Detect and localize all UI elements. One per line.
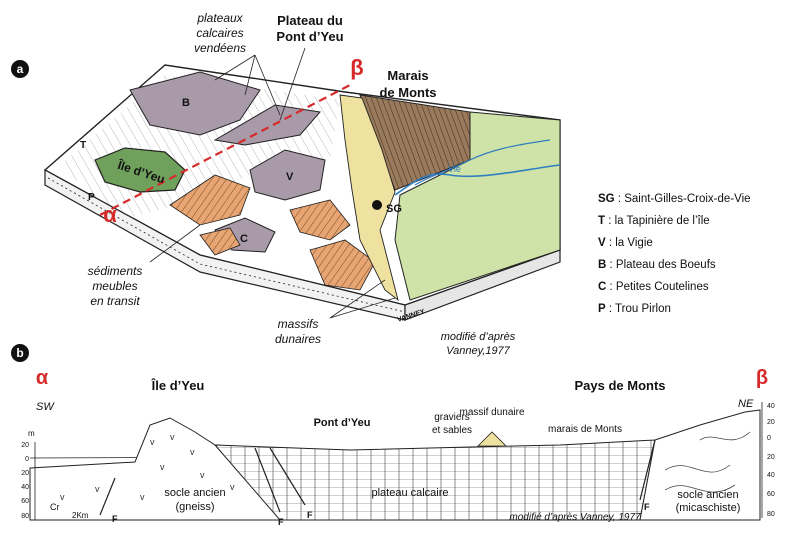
saint-gilles-marker: [372, 200, 382, 210]
legend-row-b: B : Plateau des Boeufs: [598, 259, 716, 271]
legend-row-v: V : la Vigie: [598, 237, 653, 249]
legend-text: : Petites Coutelines: [606, 281, 708, 293]
svg-text:v: v: [95, 484, 100, 494]
fault-label-4: F: [644, 502, 650, 512]
left-tick-5: 80: [21, 513, 29, 520]
map-letter-c: C: [240, 233, 248, 245]
plateau-calcaire: [215, 440, 655, 520]
massif-dunaire-shape: [478, 432, 506, 446]
svg-text:v: v: [150, 437, 155, 447]
legend-key: T: [598, 215, 605, 227]
label-modifie-b: modifié d’après Vanney, 1977: [509, 512, 641, 523]
right-tick-4: 40: [767, 472, 775, 479]
svg-text:v: v: [190, 447, 195, 457]
right-tick-0: 40: [767, 403, 775, 410]
label-ne: NE: [738, 398, 754, 410]
label-plateaux-2: calcaires: [196, 26, 243, 40]
panel-b-badge: b: [16, 346, 23, 360]
map-letter-sg: SG: [386, 203, 402, 215]
label-plateau-calcaire: plateau calcaire: [371, 487, 448, 499]
svg-text:v: v: [140, 492, 145, 502]
legend-row-c: C : Petites Coutelines: [598, 281, 709, 293]
label-sediments-3: en transit: [90, 294, 140, 308]
legend-row-sg: SG : Saint-Gilles-Croix-de-Vie: [598, 193, 751, 205]
label-massifs-1: massifs: [278, 317, 319, 331]
right-tick-5: 60: [767, 491, 775, 498]
label-plateaux-3: vendéens: [194, 41, 246, 55]
left-axis-unit: m: [28, 429, 35, 438]
label-pont-1: Plateau du: [277, 13, 343, 28]
label-plateaux-1: plateaux: [196, 11, 243, 25]
legend-text: : Saint-Gilles-Croix-de-Vie: [615, 193, 751, 205]
label-sediments-2: meubles: [92, 279, 137, 293]
map-letter-b: B: [182, 97, 190, 109]
svg-text:v: v: [200, 470, 205, 480]
label-graviers-2: et sables: [432, 425, 472, 436]
right-tick-6: 80: [767, 511, 775, 518]
legend-text: : la Vigie: [606, 237, 653, 249]
label-modifie-a-2: Vanney,1977: [446, 345, 510, 357]
right-tick-3: 20: [767, 454, 775, 461]
left-tick-3: 40: [21, 484, 29, 491]
map-letter-p: P: [88, 192, 95, 203]
legend-row-t: T : la Tapinière de l’île: [598, 215, 710, 227]
right-tick-2: 0: [767, 435, 771, 442]
label-ile-section: Île d’Yeu: [151, 378, 205, 393]
legend-text: : Trou Pirlon: [606, 303, 671, 315]
label-beta-a: β: [350, 55, 363, 80]
label-socle-left-2: (gneiss): [175, 501, 214, 513]
label-marais-1: Marais: [387, 68, 428, 83]
label-alpha-b: α: [36, 367, 49, 389]
fault-label-2: F: [278, 517, 284, 527]
svg-text:v: v: [230, 482, 235, 492]
panel-a-badge: a: [17, 62, 24, 76]
label-socle-right-1: socle ancien: [677, 489, 738, 501]
map-letter-v: V: [286, 171, 294, 183]
left-tick-0: 20: [21, 442, 29, 449]
label-pays-de-monts: Pays de Monts: [574, 378, 665, 393]
svg-text:v: v: [160, 462, 165, 472]
label-cr: Cr: [50, 502, 60, 512]
legend-key: SG: [598, 193, 615, 205]
label-marais-2: de Monts: [379, 85, 436, 100]
label-modifie-a-1: modifié d’après: [441, 331, 516, 343]
label-sediments-1: sédiments: [88, 264, 143, 278]
label-scale: 2Km: [72, 511, 89, 520]
label-pont-2: Pont d’Yeu: [276, 29, 343, 44]
legend-key: P: [598, 303, 606, 315]
map-letter-t: T: [80, 140, 86, 151]
label-marais-section: marais de Monts: [548, 424, 622, 435]
legend-key: V: [598, 237, 606, 249]
left-tick-4: 60: [21, 498, 29, 505]
legend-row-p: P : Trou Pirlon: [598, 303, 671, 315]
right-tick-1: 20: [767, 419, 775, 426]
label-socle-right-2: (micaschiste): [676, 502, 741, 514]
label-alpha-a: α: [103, 202, 117, 227]
label-beta-b: β: [756, 367, 768, 389]
left-tick-1: 0: [25, 456, 29, 463]
left-tick-2: 20: [21, 470, 29, 477]
svg-text:v: v: [60, 492, 65, 502]
label-massifs-2: dunaires: [275, 332, 321, 346]
fault-label-1: F: [112, 514, 118, 524]
label-pont-section: Pont d’Yeu: [314, 417, 371, 429]
label-socle-left-1: socle ancien: [164, 487, 225, 499]
svg-text:v: v: [170, 432, 175, 442]
cross-section: v v v v v v v v v: [30, 402, 762, 520]
label-river-vie: Vie: [448, 164, 461, 174]
label-massif-section: massif dunaire: [459, 407, 524, 418]
fault-label-3: F: [307, 510, 313, 520]
legend-text: : Plateau des Boeufs: [606, 259, 715, 271]
label-sw: SW: [36, 401, 55, 413]
legend-text: : la Tapinière de l’île: [605, 215, 710, 227]
